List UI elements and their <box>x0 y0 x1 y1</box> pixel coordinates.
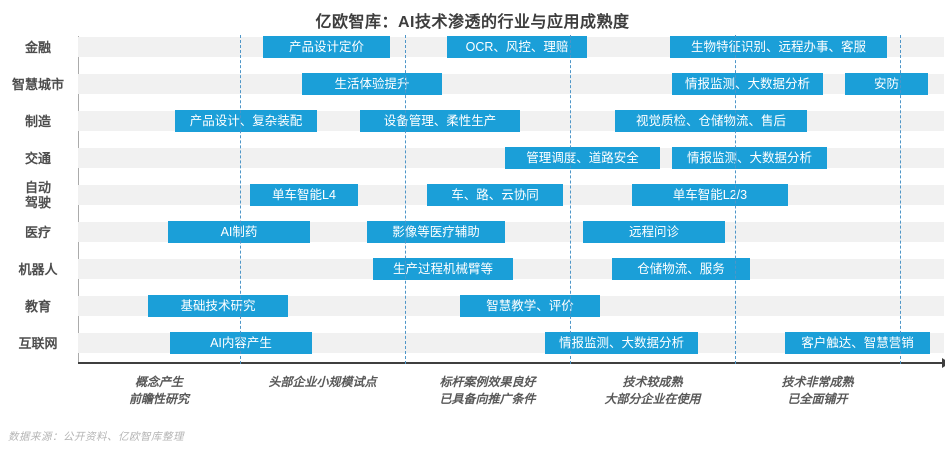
industry-label: 制造 <box>24 113 51 129</box>
application-box: 生活体验提升 <box>302 73 443 95</box>
application-box: 单车智能L2/3 <box>631 184 788 206</box>
stage-label: 头部企业小规模试点 <box>268 375 377 389</box>
application-box: 客户触达、智慧营销 <box>785 332 930 354</box>
chart-title: 亿欧智库：AI技术渗透的行业与应用成熟度 <box>315 14 630 31</box>
stage-separator-dashed-line <box>735 35 737 364</box>
application-box: OCR、风控、理赔 <box>447 36 588 58</box>
application-box: 情报监测、大数据分析 <box>545 332 699 354</box>
industry-label: 智慧城市 <box>11 76 64 92</box>
industry-label: 机器人 <box>18 261 58 277</box>
stage-label: 概念产生 前瞻性研究 <box>129 375 190 406</box>
application-box: 情报监测、大数据分析 <box>671 147 827 169</box>
x-axis-line <box>78 362 944 364</box>
application-box: AI制药 <box>167 221 310 243</box>
application-box: 影像等医疗辅助 <box>366 221 505 243</box>
x-axis-arrow-icon <box>942 358 945 368</box>
application-box: 安防 <box>845 73 928 95</box>
application-box: 情报监测、大数据分析 <box>671 73 823 95</box>
application-box: 视觉质检、仓储物流、售后 <box>615 110 807 132</box>
application-box: 智慧教学、评价 <box>459 295 601 317</box>
application-box: 基础技术研究 <box>147 295 288 317</box>
application-box: 生产过程机械臂等 <box>372 258 513 280</box>
stage-label: 技术较成熟 大部分企业在使用 <box>604 375 701 406</box>
application-box: 车、路、云协同 <box>426 184 563 206</box>
industry-label: 教育 <box>24 298 51 314</box>
stage-label: 技术非常成熟 已全面铺开 <box>781 375 854 406</box>
application-box: 远程问诊 <box>582 221 725 243</box>
stage-separator-dashed-line <box>405 35 406 364</box>
application-box: 管理调度、道路安全 <box>505 147 661 169</box>
application-box: 仓储物流、服务 <box>611 258 750 280</box>
application-box: 产品设计、复杂装配 <box>174 110 317 132</box>
data-source-note: 数据来源：公开资料、亿欧智库整理 <box>8 431 184 443</box>
stage-labels: 概念产生 前瞻性研究 头部企业小规模试点 标杆案例效果良好 已具备向推广条件 技术较成… <box>78 374 944 414</box>
stage-separator-dashed-line <box>240 35 242 364</box>
stage-separator-dashed-line <box>900 35 901 364</box>
industry-label: 金融 <box>24 39 51 55</box>
stage-label: 标杆案例效果良好 已具备向推广条件 <box>439 375 536 406</box>
industry-label: 自动 驾驶 <box>24 180 51 210</box>
industry-label: 医疗 <box>24 224 51 240</box>
application-box: 单车智能L4 <box>249 184 358 206</box>
application-box: 产品设计定价 <box>262 36 390 58</box>
industry-label: 互联网 <box>18 335 58 351</box>
application-box: 生物特征识别、远程办事、客服 <box>669 36 887 58</box>
industry-label: 交通 <box>24 150 51 166</box>
stage-separator-dashed-line <box>569 35 571 364</box>
application-box: 设备管理、柔性生产 <box>359 110 520 132</box>
